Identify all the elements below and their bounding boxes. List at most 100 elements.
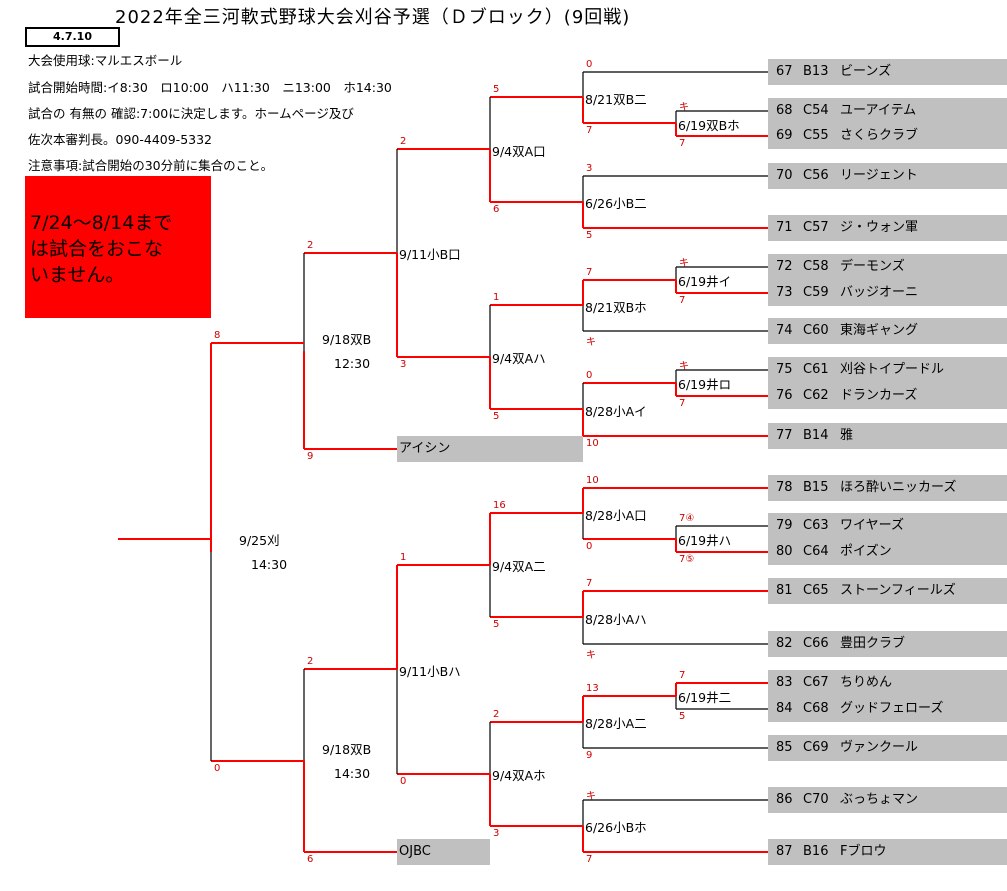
match-label: 9/4双A二 <box>492 559 546 574</box>
score-bottom: 7 <box>586 854 593 865</box>
match-label: 6/26小Bホ <box>585 820 647 835</box>
score-bottom: 3 <box>493 828 500 839</box>
score-top: キ <box>586 791 596 802</box>
match-label: 9/18双B <box>322 332 372 347</box>
match-label: 9/11小Bハ <box>399 663 461 679</box>
team-row: 67 B13 ビーンズ <box>768 59 1007 85</box>
team-no: 81 <box>776 583 793 598</box>
team-row: 82 C66 豊田クラブ <box>768 631 1007 657</box>
score-bottom: 7 <box>586 125 593 136</box>
score-top: 0 <box>586 370 593 381</box>
team-no: 70 <box>776 168 793 183</box>
team-name: Fブロウ <box>840 844 887 859</box>
score-bottom: 7 <box>679 398 686 409</box>
score-top: 10 <box>586 475 599 486</box>
score-bottom: キ <box>586 337 596 348</box>
team-code: C62 <box>803 388 829 403</box>
team-name: ユーアイテム <box>840 103 917 118</box>
score-bottom: キ <box>586 650 596 661</box>
notice-box: 7/24～8/14まで は試合をおこな いません。 <box>25 176 211 318</box>
match-time: 14:30 <box>334 765 371 781</box>
team-name: グッドフェローズ <box>840 701 944 716</box>
seed-team: OJBC <box>397 839 490 865</box>
team-no: 77 <box>776 428 793 443</box>
match-label: 6/19双Bホ <box>678 117 740 133</box>
team-no: 69 <box>776 128 793 143</box>
match-label: 9/4双Aハ <box>492 351 546 366</box>
page-title: 2022年全三河軟式野球大会刈谷予選（Ｄブロック）(9回戦) <box>115 7 631 28</box>
team-code: C70 <box>803 792 829 807</box>
team-code: C59 <box>803 285 829 300</box>
team-no: 86 <box>776 792 793 807</box>
team-name: バッジオーニ <box>840 285 919 300</box>
team-no: 76 <box>776 388 793 403</box>
score-top: 7④ <box>679 513 695 524</box>
score-top: 5 <box>493 84 500 95</box>
score-bottom: 0 <box>586 541 593 552</box>
score-top: 16 <box>493 500 506 511</box>
score-top: キ <box>679 361 689 372</box>
team-row: 70 C56 リージェント <box>768 163 1007 189</box>
team-code: C66 <box>803 636 829 651</box>
team-name: さくらクラブ <box>840 128 919 143</box>
team-no: 67 <box>776 64 793 79</box>
match-label: 6/26小B二 <box>585 196 647 211</box>
team-name: リージェント <box>840 168 918 183</box>
score-bottom: 3 <box>400 359 407 370</box>
team-code: C64 <box>803 544 829 559</box>
team-code: B13 <box>803 64 829 79</box>
match-label: 6/19井イ <box>678 274 732 289</box>
score-bottom: 0 <box>400 776 407 787</box>
match-label: 8/28小Aイ <box>585 403 647 419</box>
team-code: C67 <box>803 675 829 690</box>
match-label: 8/28小A二 <box>585 716 647 731</box>
team-name: ぶっちょマン <box>840 792 919 807</box>
score-top: 2 <box>400 136 407 147</box>
score-top: 2 <box>493 709 500 720</box>
team-name: ビーンズ <box>840 64 892 79</box>
team-name: 豊田クラブ <box>840 636 906 651</box>
team-code: C56 <box>803 168 829 183</box>
team-code: C58 <box>803 259 829 274</box>
team-no: 68 <box>776 103 793 118</box>
match-label: 9/18双B <box>322 741 372 757</box>
team-name: ポイズン <box>840 544 892 559</box>
team-code: C60 <box>803 323 829 338</box>
score-top: 2 <box>307 240 314 251</box>
match-time: 12:30 <box>334 356 371 371</box>
team-code: C63 <box>803 518 829 533</box>
score-top: キ <box>679 258 689 269</box>
score-bottom: 5 <box>493 411 500 422</box>
score-top: 3 <box>586 163 593 174</box>
team-no: 73 <box>776 285 793 300</box>
match-label: 9/11小B口 <box>399 247 461 262</box>
team-no: 85 <box>776 740 793 755</box>
notice-line: 7/24～8/14まで <box>30 212 173 234</box>
match-label: 6/19井ハ <box>678 533 732 548</box>
team-no: 82 <box>776 636 793 651</box>
score-top: 8 <box>214 330 221 341</box>
team-name: 東海ギャング <box>840 323 919 338</box>
team-no: 87 <box>776 844 793 859</box>
team-code: C55 <box>803 128 829 143</box>
team-code: C57 <box>803 220 829 235</box>
score-bottom: 7 <box>679 138 686 149</box>
team-no: 83 <box>776 675 793 690</box>
score-bottom: 6 <box>307 854 314 865</box>
match-label: 8/21双Bホ <box>585 299 647 315</box>
team-no: 79 <box>776 518 793 533</box>
match-label: 6/19井ロ <box>678 377 732 392</box>
score-top: 0 <box>586 59 593 70</box>
team-code: C69 <box>803 740 829 755</box>
team-row: 87 B16 Fブロウ <box>768 839 1007 865</box>
team-code: B16 <box>803 844 829 859</box>
